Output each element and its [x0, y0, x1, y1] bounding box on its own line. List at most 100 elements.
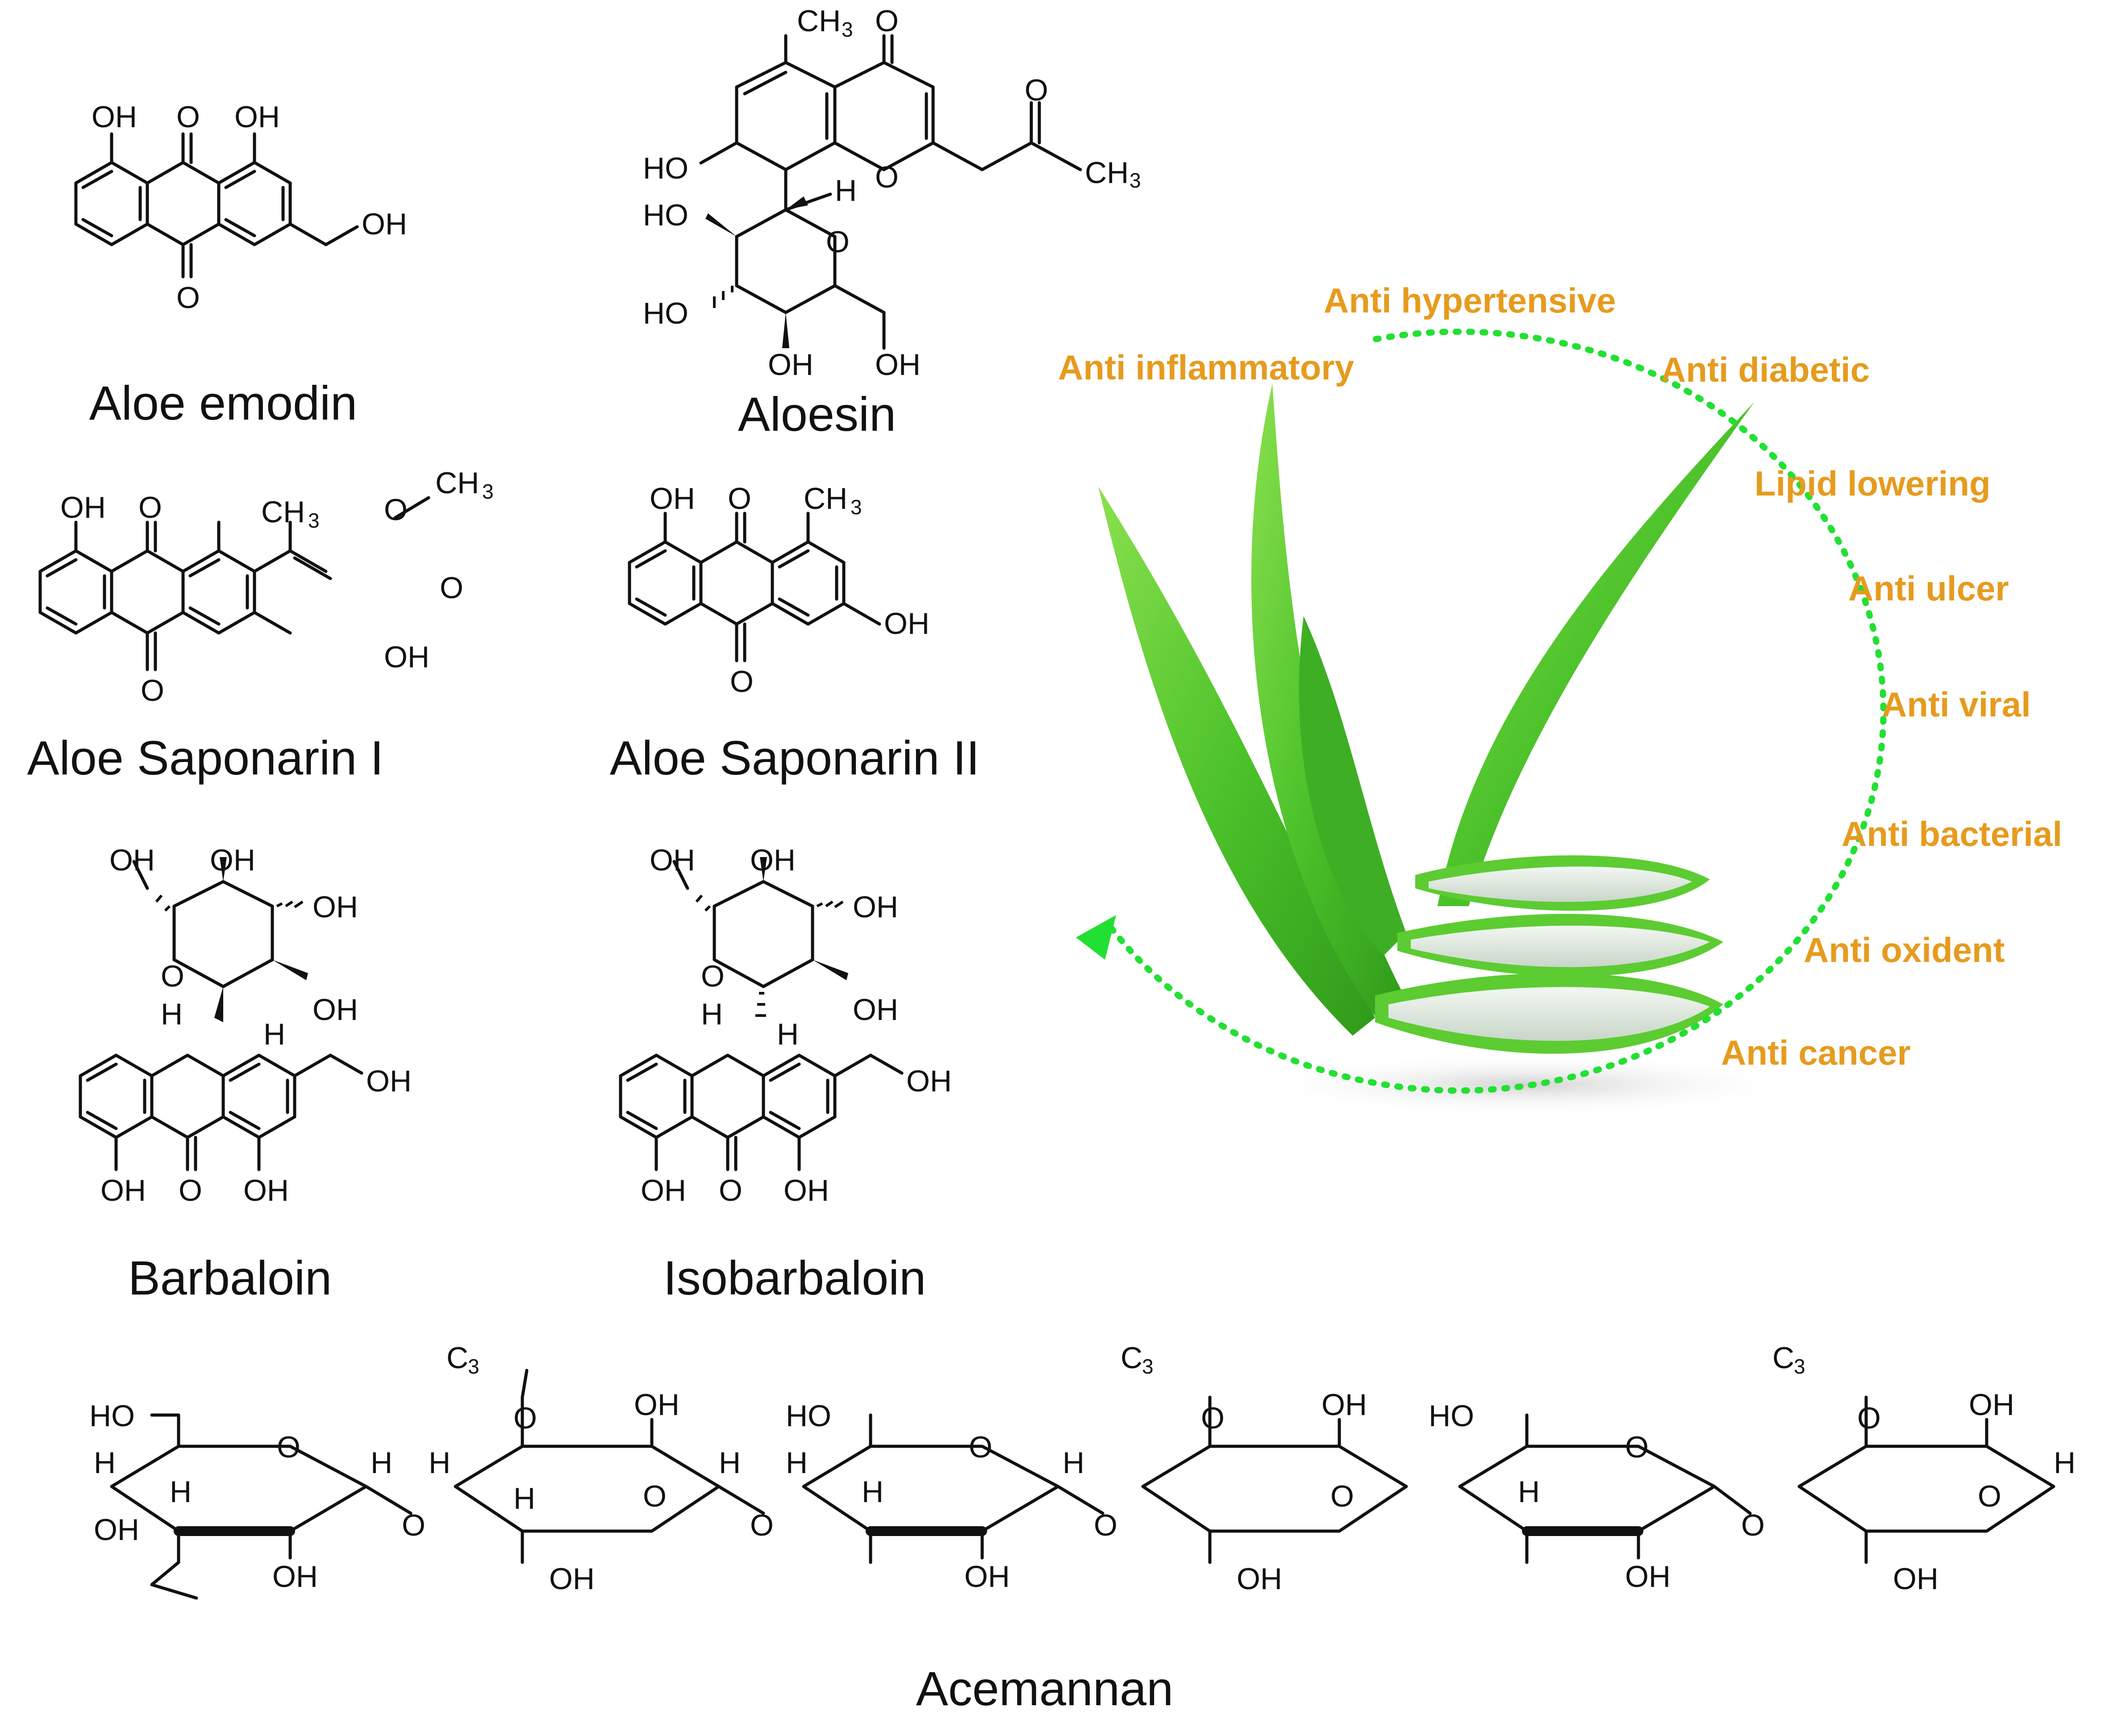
atom-label: OH [272, 1560, 318, 1594]
aloe-saponarin-2-labels: OH O CH 3 OH O [650, 482, 929, 699]
atom-label: OH [210, 843, 255, 877]
atom-label: O [826, 225, 850, 259]
atom-label: H [94, 1446, 116, 1480]
atom-label: O [1625, 1430, 1649, 1464]
atom-label: 3 [482, 480, 494, 503]
compound-name-aloe-emodin: Aloe emodin [89, 376, 357, 430]
structure-isobarbaloin [619, 857, 904, 1171]
atom-label: OH [768, 348, 813, 382]
activity-label: Anti oxident [1804, 930, 2005, 970]
atom-label: H [2054, 1446, 2076, 1480]
atom-label: OH [60, 491, 106, 525]
atom-label: OH [94, 1513, 139, 1547]
compound-name-aloe-saponarin-2: Aloe Saponarin II [610, 731, 980, 785]
activity-label: Anti cancer [1721, 1033, 1911, 1072]
activity-label: Anti bacterial [1842, 814, 2062, 853]
atom-label: OH [750, 843, 796, 877]
compound-name-aloe-saponarin-1: Aloe Saponarin I [27, 731, 384, 785]
structure-aloe-saponarin-1 [38, 496, 430, 671]
atom-label: H [263, 1017, 285, 1051]
atom-label: CH [261, 495, 305, 529]
atom-label: O [719, 1174, 742, 1207]
atom-label: OH [650, 482, 695, 516]
activity-label: Anti ulcer [1848, 569, 2009, 608]
structure-aloesin [699, 34, 1082, 350]
atom-label: OH [884, 607, 929, 641]
aloe-saponarin-1-labels: OH O CH 3 O CH 3 O OH O [60, 466, 494, 708]
atom-label: HO [643, 296, 688, 330]
atom-label: O [1978, 1479, 2001, 1513]
atom-label: O [643, 1479, 667, 1513]
atom-label: H [835, 174, 857, 208]
atom-label: C [446, 1341, 468, 1375]
atom-label: OH [384, 640, 429, 674]
atom-label: HO [1429, 1399, 1474, 1433]
structure-aloe-saponarin-2 [628, 512, 881, 662]
atom-label: OH [875, 348, 921, 382]
atom-label: O [1094, 1508, 1117, 1542]
atom-label: O [730, 665, 754, 699]
atom-label: O [176, 100, 200, 134]
atom-label: OH [549, 1562, 595, 1596]
atom-label: O [179, 1174, 202, 1207]
atom-label: OH [92, 100, 137, 134]
atom-label: O [513, 1401, 537, 1435]
atom-label: HO [89, 1399, 135, 1433]
structure-aloe-emodin [74, 132, 359, 279]
atom-label: O [1857, 1401, 1881, 1435]
atom-label: O [384, 493, 408, 527]
atom-label: H [1518, 1475, 1540, 1509]
atom-label: H [862, 1475, 884, 1509]
compound-name-aloesin: Aloesin [738, 387, 896, 441]
atom-label: O [875, 160, 899, 194]
atom-label: O [875, 4, 899, 38]
atom-label: 3 [1130, 169, 1141, 192]
aloe-emodin-labels: OH O OH OH O [92, 100, 407, 315]
atom-label: H [513, 1482, 535, 1515]
barbaloin-labels: OH OH OH O OH H H OH OH O OH [100, 843, 412, 1207]
atom-label: O [750, 1508, 774, 1542]
atom-label: OH [784, 1174, 829, 1207]
atom-label: OH [641, 1174, 686, 1207]
atom-label: OH [366, 1064, 412, 1098]
atom-label: H [786, 1446, 808, 1480]
acemannan-labels: HO O H H H OH OH H C 3 O O OH H H O OH H… [89, 1341, 2076, 1596]
atom-label: HO [786, 1399, 831, 1433]
structure-acemannan [110, 1369, 2055, 1600]
atom-label: OH [100, 1174, 146, 1207]
atom-label: OH [853, 890, 898, 924]
atom-label: O [141, 674, 164, 708]
atom-label: CH [435, 466, 479, 500]
atom-label: CH [1085, 156, 1129, 190]
atom-label: H [701, 997, 723, 1031]
compound-name-barbaloin: Barbaloin [128, 1251, 332, 1305]
atom-label: H [719, 1446, 741, 1480]
activity-label: Anti viral [1882, 685, 2031, 724]
atom-label: OH [853, 993, 898, 1027]
atom-label: O [728, 482, 751, 516]
atom-label: O [176, 281, 200, 315]
atom-label: O [277, 1430, 300, 1464]
atom-label: OH [1237, 1562, 1282, 1596]
atom-label: CH [797, 4, 841, 38]
atom-label: OH [313, 890, 358, 924]
atom-label: H [777, 1017, 799, 1051]
dotted-circle-arrow [1109, 329, 1887, 1094]
atom-label: 3 [1794, 1355, 1805, 1378]
atom-label: OH [1625, 1560, 1671, 1594]
atom-label: O [1330, 1479, 1354, 1513]
atom-label: OH [362, 207, 407, 241]
atom-label: OH [906, 1064, 952, 1098]
atom-label: C [1121, 1341, 1142, 1375]
atom-label: OH [1969, 1388, 2014, 1422]
compound-name-isobarbaloin: Isobarbaloin [663, 1251, 926, 1305]
atom-label: HO [643, 151, 688, 185]
activity-cycle [1076, 329, 1887, 1094]
atom-label: O [701, 959, 725, 993]
atom-label: O [440, 571, 463, 605]
atom-label: 3 [468, 1355, 479, 1378]
atom-label: H [429, 1446, 450, 1480]
atom-label: O [969, 1430, 992, 1464]
atom-label: OH [634, 1388, 679, 1422]
